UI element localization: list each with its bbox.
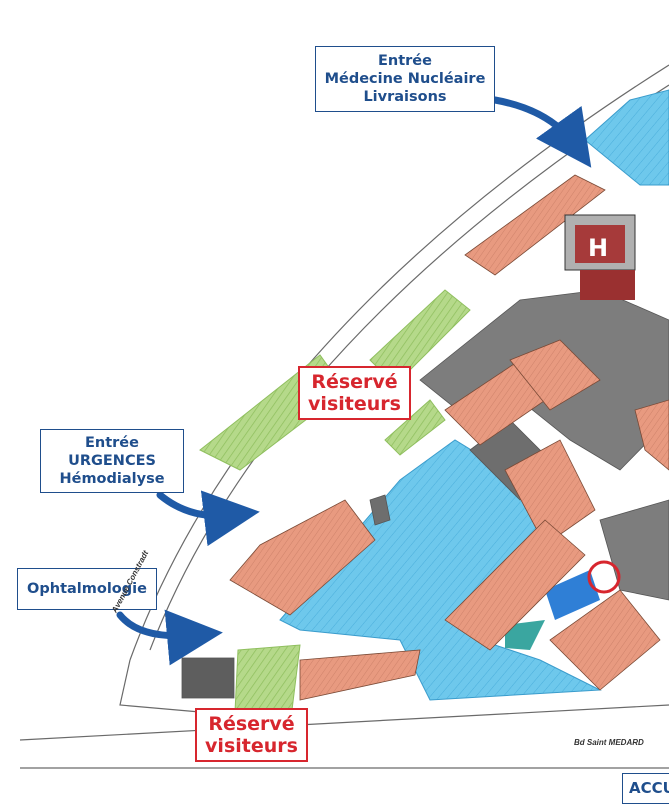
callout-line: Livraisons	[363, 89, 447, 105]
ophtalmologie-label: Ophtalmologie	[17, 568, 157, 610]
accueil-corner-label: ACCU	[622, 773, 669, 804]
reserved-line: Réservé	[311, 371, 398, 393]
direction-arrows	[116, 96, 592, 666]
nuclear-medicine-entrance-label: Entrée Médecine Nucléaire Livraisons	[315, 46, 495, 112]
callout-line: Médecine Nucléaire	[324, 71, 486, 87]
callout-line: Ophtalmologie	[27, 581, 147, 597]
helipad-tower: H	[564, 214, 636, 300]
callout-line: Hémodialyse	[59, 471, 165, 487]
boulevard-label: Bd Saint MEDARD	[574, 738, 644, 747]
landmark-circle	[587, 560, 621, 594]
urgences-entrance-label: Entrée URGENCES Hémodialyse	[40, 429, 184, 493]
reserved-line: visiteurs	[308, 393, 401, 415]
reserved-visitors-bottom: Réservé visiteurs	[195, 708, 308, 762]
reserved-line: Réservé	[208, 713, 295, 735]
callout-line: URGENCES	[68, 453, 156, 469]
callout-line: Entrée	[85, 435, 139, 451]
blue-parking	[279, 89, 669, 701]
reserved-visitors-top: Réservé visiteurs	[298, 366, 411, 420]
callout-line: Entrée	[378, 53, 432, 69]
helipad-letter: H	[588, 234, 608, 262]
buildings-pitched	[229, 174, 669, 701]
reserved-line: visiteurs	[205, 735, 298, 757]
